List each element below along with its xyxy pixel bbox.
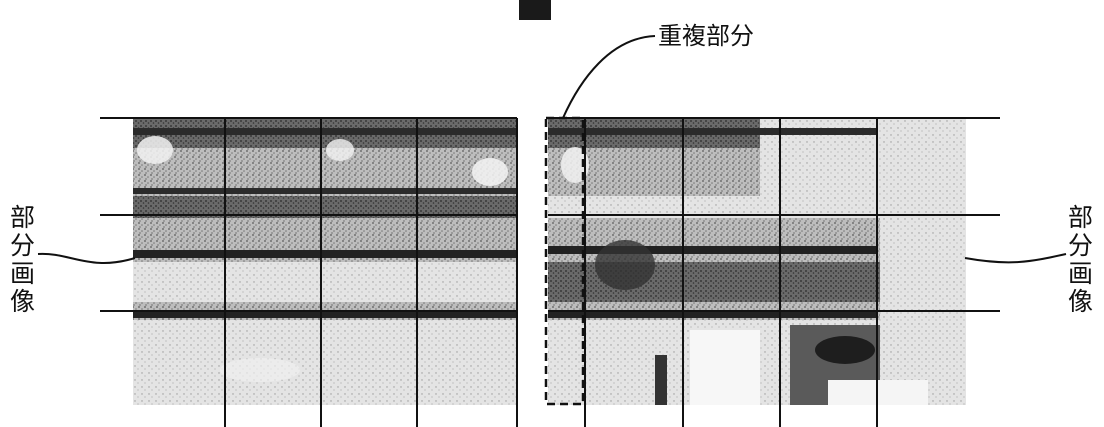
overlap-leader-line <box>562 35 656 119</box>
right-leader-line <box>964 253 1067 264</box>
left-partial-image-label: 部 分 画 像 <box>10 203 35 316</box>
right-label-char-3: 画 <box>1068 259 1093 288</box>
left-label-char-3: 画 <box>10 259 35 288</box>
partial-image-left <box>133 118 517 405</box>
partial-image-right <box>548 118 966 405</box>
overlap-label: 重複部分 <box>658 22 754 50</box>
left-label-char-4: 像 <box>10 287 35 316</box>
right-label-char-2: 分 <box>1068 231 1093 260</box>
grid-horizontal-lines <box>100 117 1000 312</box>
left-label-char-1: 部 <box>10 203 35 232</box>
left-label-char-2: 分 <box>10 231 35 260</box>
top-marker-block <box>519 0 551 20</box>
right-label-char-1: 部 <box>1068 203 1093 232</box>
overlap-region-outline <box>544 116 585 406</box>
grid-vertical-lines <box>224 118 878 427</box>
left-leader-line <box>37 252 136 265</box>
right-label-char-4: 像 <box>1068 287 1093 316</box>
right-partial-image-label: 部 分 画 像 <box>1068 203 1093 316</box>
